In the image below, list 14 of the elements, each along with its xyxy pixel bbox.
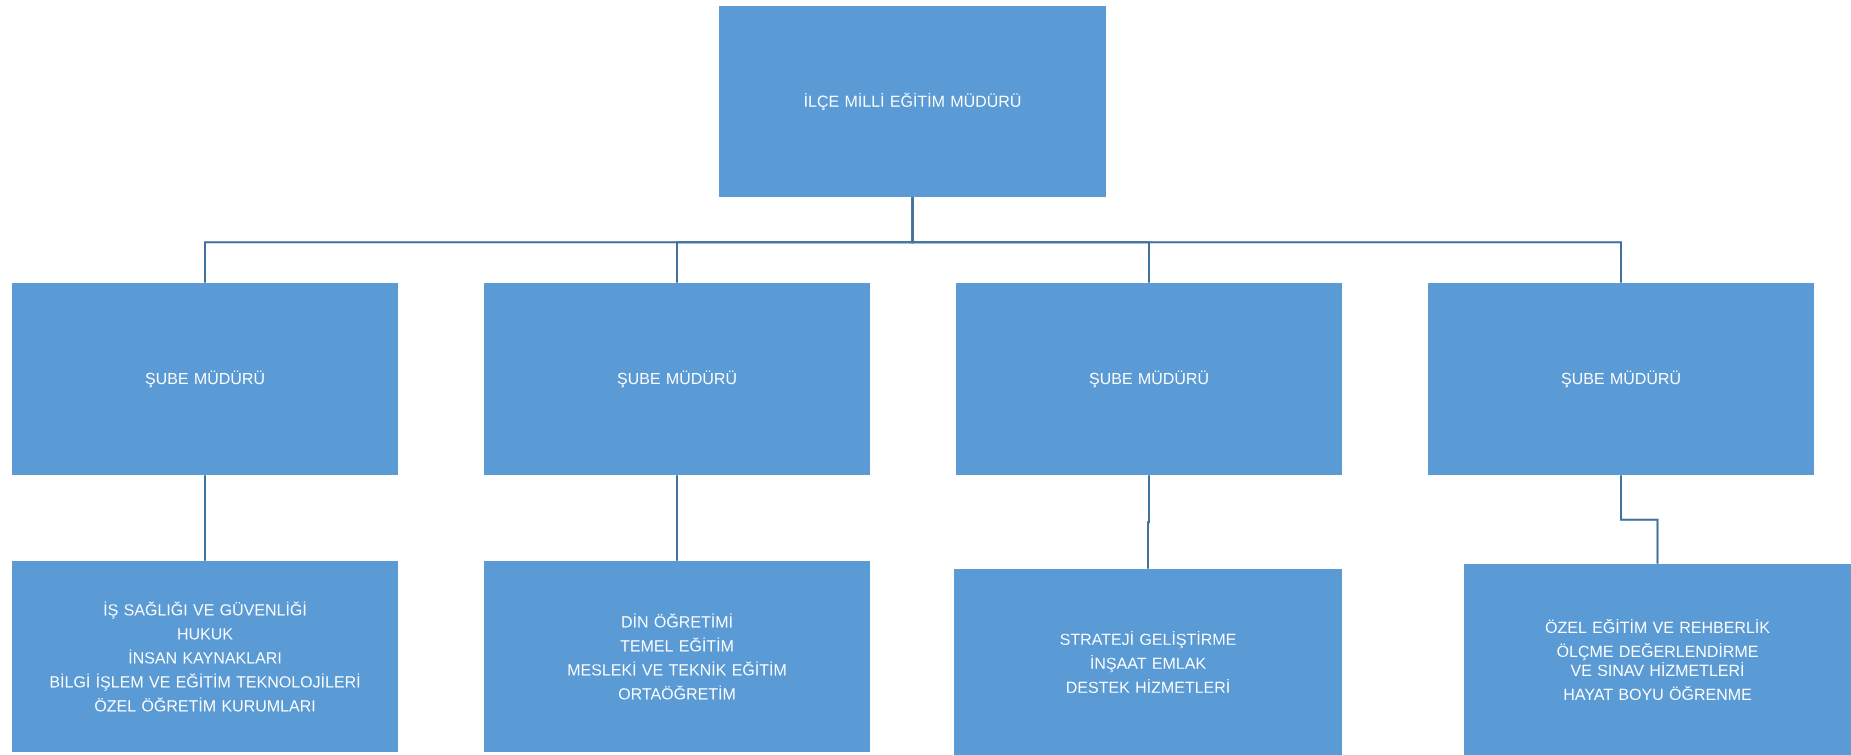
connector-line: [1620, 474, 1659, 565]
org-box: İLÇE MİLLİ EĞİTİM MÜDÜRÜ: [719, 6, 1106, 197]
connector-line: [676, 474, 678, 562]
org-box: DİN ÖĞRETİMİ TEMEL EĞİTİM MESLEKİ VE TEKNİK EĞİTİM ORTAÖĞRETİM: [484, 561, 870, 752]
org-box: STRATEJİ GELİŞTİRME İNŞAAT EMLAK DESTEK HİZMETLERİ: [954, 569, 1342, 755]
org-box: ŞUBE MÜDÜRÜ: [12, 283, 398, 475]
org-box: ÖZEL EĞİTİM VE REHBERLİK ÖLÇME DEĞERLENDİRME VE SINAV HİZMETLERİ HAYAT BOYU ÖĞRENME: [1464, 564, 1851, 755]
org-box: ŞUBE MÜDÜRÜ: [956, 283, 1342, 475]
org-box: ŞUBE MÜDÜRÜ: [484, 283, 870, 475]
connector-line: [911, 196, 1622, 284]
org-box: İŞ SAĞLIĞI VE GÜVENLİĞİ HUKUK İNSAN KAYNAKLARI BİLGİ İŞLEM VE EĞİTİM TEKNOLOJİLERİ ÖZEL ÖĞRETİM KURUMLARI: [12, 561, 398, 752]
connector-line: [204, 474, 206, 562]
connector-line: [1147, 474, 1150, 570]
org-box: ŞUBE MÜDÜRÜ: [1428, 283, 1814, 475]
